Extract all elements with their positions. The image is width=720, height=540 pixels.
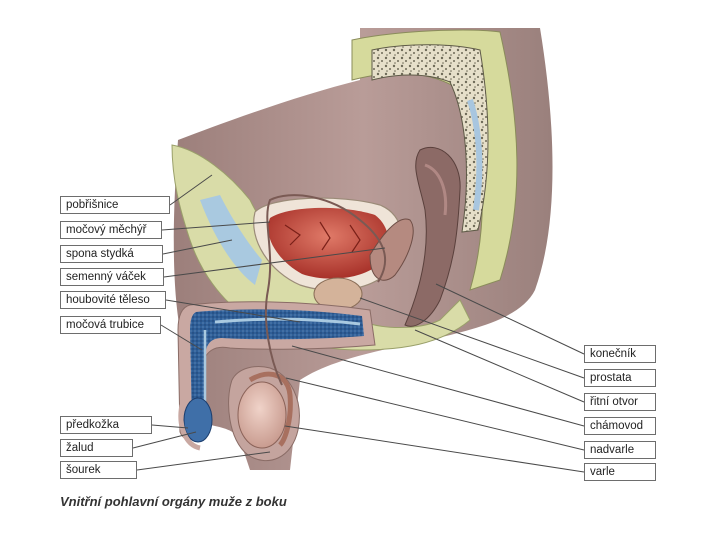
label-mocova-trubice: močová trubice — [60, 316, 161, 334]
label-varle: varle — [584, 463, 656, 481]
vas-deferens — [265, 194, 387, 386]
label-chamovod: chámovod — [584, 417, 656, 435]
label-nadvarle: nadvarle — [584, 441, 656, 459]
figure-caption: Vnitřní pohlavní orgány muže z boku — [60, 494, 287, 509]
rectum — [404, 146, 461, 327]
label-ritni-otvor: řitní otvor — [584, 393, 656, 411]
label-semenny-vacek: semenný váček — [60, 268, 164, 286]
label-konecnik: konečník — [584, 345, 656, 363]
label-mocovy-mechyr: močový měchýř — [60, 221, 162, 239]
label-prostata: prostata — [584, 369, 656, 387]
label-spona-stydka: spona stydká — [60, 245, 163, 263]
sacrum-spine — [351, 29, 518, 291]
label-pobrisnice: pobřišnice — [60, 196, 170, 214]
leader-lines — [132, 174, 585, 473]
epididymis — [248, 371, 293, 447]
label-predkozka: předkožka — [60, 416, 152, 434]
testis — [237, 381, 287, 449]
label-sourek: šourek — [60, 461, 137, 479]
bladder — [253, 197, 403, 291]
label-zalud: žalud — [60, 439, 133, 457]
label-houbovite-teleso: houbovité těleso — [60, 291, 166, 309]
